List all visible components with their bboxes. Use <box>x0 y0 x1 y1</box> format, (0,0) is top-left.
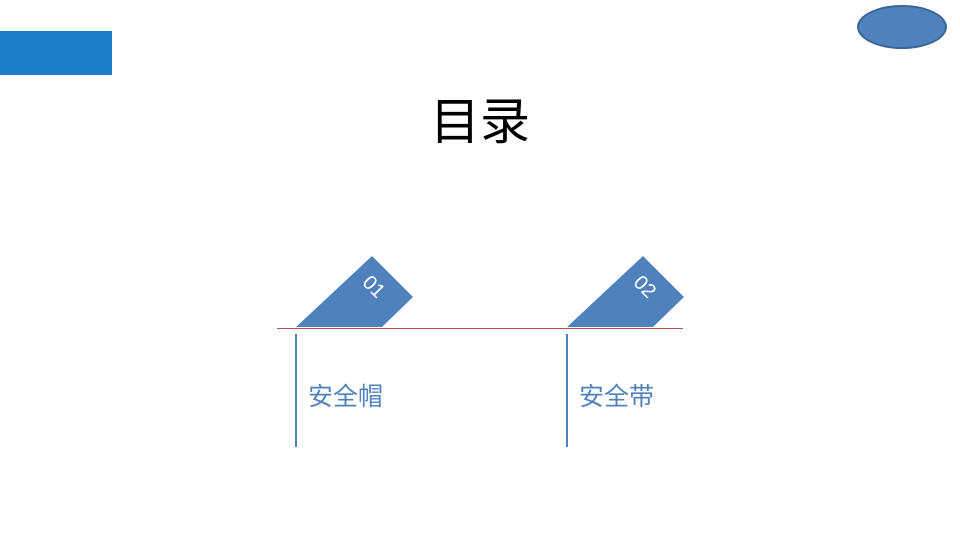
toc-number-tag-1: 01 <box>294 254 414 329</box>
toc-item-bar-2 <box>566 334 568 447</box>
toc-item-1[interactable]: 安全帽 <box>308 382 384 411</box>
ellipse-shape <box>857 5 947 49</box>
page-title: 目录 <box>430 93 530 151</box>
tag-shape-icon <box>567 256 684 327</box>
toc-item-bar-1 <box>295 334 297 447</box>
toc-item-2[interactable]: 安全带 <box>579 382 655 411</box>
tag-shape-icon <box>296 256 413 327</box>
toc-number-tag-2: 02 <box>565 254 685 329</box>
horizontal-divider <box>277 328 683 329</box>
top-left-accent-bar <box>0 31 112 75</box>
